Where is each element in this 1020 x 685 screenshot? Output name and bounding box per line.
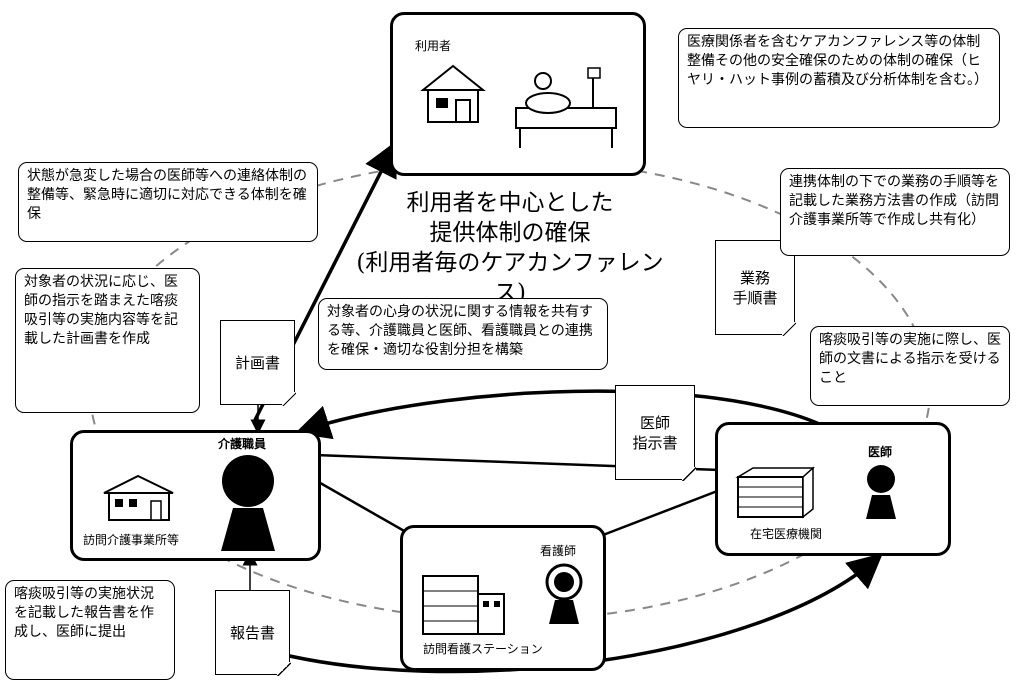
callout-instruction: 喀痰吸引等の実施に際し、医師の文書による指示を受けること xyxy=(810,326,1010,406)
hospital-building-icon xyxy=(735,466,815,519)
plan-document-label: 計画書 xyxy=(234,353,280,372)
line-station-to-clinic xyxy=(589,488,721,542)
callout-manual: 連携体制の下での業務の手順等を記載した業務方法書の作成（訪問介護事業所等で作成し… xyxy=(780,168,1010,256)
care-worker-person-icon xyxy=(221,455,275,551)
user-label: 利用者 xyxy=(415,39,452,53)
center-title: 利用者を中心とした 提供体制の確保 (利用者毎のケアカンファレンス) xyxy=(345,188,675,308)
instruction-document-line2: 指示書 xyxy=(632,433,678,452)
report-document: 報告書 xyxy=(215,590,291,676)
user-node: 利用者 xyxy=(390,12,646,176)
center-title-line2: 提供体制の確保 xyxy=(429,220,591,246)
callout-share: 対象者の心身の状況に関する情報を共有する等、介護職員と医師、看護職員との連携を確… xyxy=(318,298,608,370)
manual-document-line2: 手順書 xyxy=(732,288,778,307)
station-building-icon xyxy=(422,575,505,635)
nursing-station-label: 訪問看護ステーション xyxy=(423,642,543,656)
arrow-instruction-arc xyxy=(295,389,862,452)
nursing-station-node: 看護師 訪問看護ステーション xyxy=(400,525,606,671)
instruction-document-line1: 医師 xyxy=(639,413,670,432)
medical-institution-label: 在宅医療機関 xyxy=(750,527,823,541)
care-office-label: 訪問介護事業所等 xyxy=(83,533,180,547)
nurse-label: 看護師 xyxy=(540,544,577,558)
manual-document: 業務 手順書 xyxy=(715,240,796,336)
care-office-node: 介護職員 訪問介護事業所等 xyxy=(70,430,321,561)
report-document-label: 報告書 xyxy=(229,623,275,642)
house-icon xyxy=(420,64,486,123)
callout-emergency: 状態が急変した場合の医師等への連絡体制の整備等、緊急時に適切に対応できる体制を確… xyxy=(18,162,318,242)
office-house-icon xyxy=(103,474,174,521)
callout-plan: 対象者の状況に応じ、医師の指示を踏まえた喀痰吸引等の実施内容等を記載した計画書を… xyxy=(15,268,200,413)
callout-report: 喀痰吸引等の実施状況を記載した報告書を作成し、医師に提出 xyxy=(5,580,175,680)
instruction-document: 医師 指示書 xyxy=(615,385,696,481)
medical-institution-node: 医師 在宅医療機関 xyxy=(715,422,951,556)
care-worker-label: 介護職員 xyxy=(218,437,267,451)
manual-document-line1: 業務 xyxy=(739,268,770,287)
bed-patient-icon xyxy=(515,67,617,148)
nurse-person-icon xyxy=(545,563,583,624)
plan-document: 計画書 xyxy=(220,320,296,406)
doctor-label: 医師 xyxy=(868,445,893,459)
callout-conference: 医療関係者を含むケアカンファレンス等の体制整備その他の安全確保のための体制の確保… xyxy=(678,28,1000,128)
doctor-person-icon xyxy=(866,465,896,519)
center-title-line1: 利用者を中心とした xyxy=(406,190,614,216)
